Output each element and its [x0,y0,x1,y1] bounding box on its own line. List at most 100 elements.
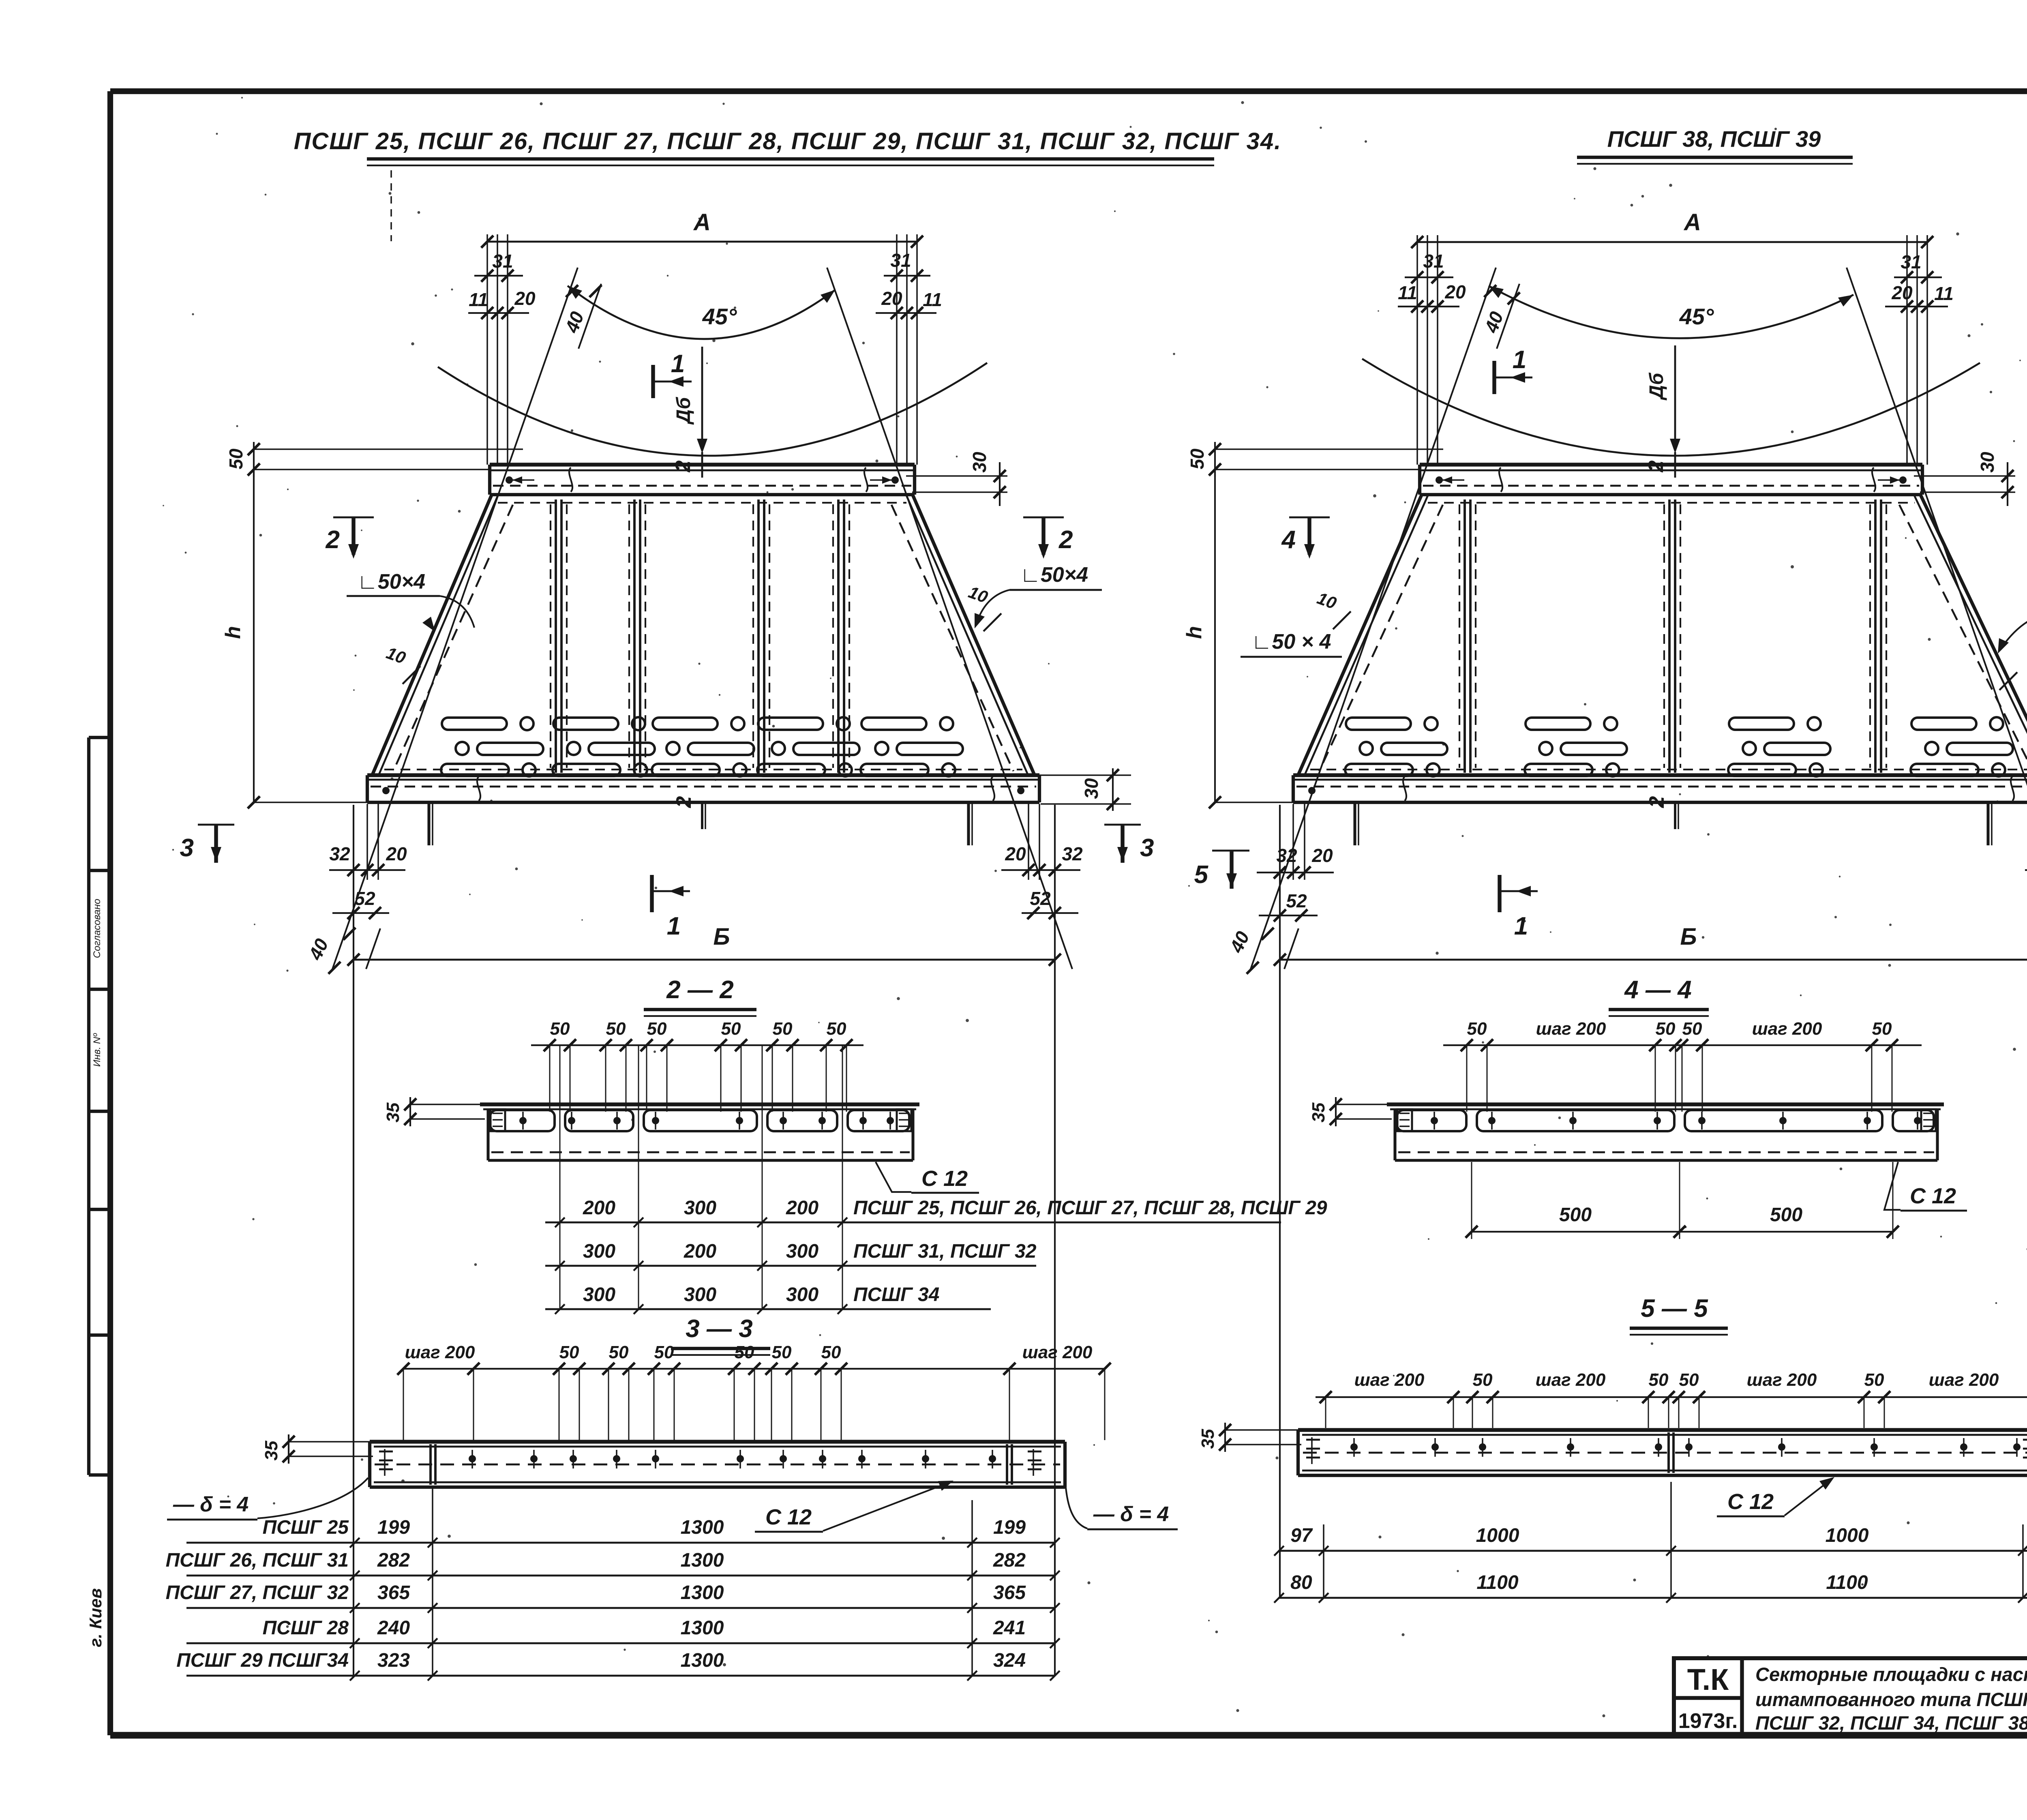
svg-text:45°: 45° [1679,304,1714,329]
svg-text:1300: 1300 [681,1582,724,1603]
svg-text:324: 324 [993,1650,1026,1671]
svg-text:ПСШГ 32, ПСШГ 34, ПСШГ 38,: ПСШГ 32, ПСШГ 34, ПСШГ 38, ПСШГ 39. [1755,1712,2027,1734]
svg-text:200: 200 [583,1197,615,1219]
svg-text:шаг 200: шаг 200 [1747,1370,1817,1390]
svg-text:20: 20 [386,843,407,864]
svg-text:300: 300 [786,1241,819,1262]
svg-text:3: 3 [180,834,194,862]
svg-text:200: 200 [786,1197,819,1219]
svg-text:50: 50 [647,1019,667,1039]
svg-text:1: 1 [1513,346,1526,374]
svg-text:199: 199 [993,1517,1026,1538]
svg-text:5 — 5: 5 — 5 [1641,1295,1708,1323]
svg-text:ПСШГ 26, ПСШГ 31: ПСШГ 26, ПСШГ 31 [166,1550,349,1571]
svg-text:50: 50 [821,1342,841,1362]
svg-text:1: 1 [667,912,681,940]
svg-text:50: 50 [225,448,246,469]
svg-text:шаг 200: шаг 200 [1536,1019,1606,1039]
svg-text:240: 240 [377,1617,410,1639]
svg-text:20: 20 [514,288,536,309]
svg-text:1100: 1100 [1826,1572,1868,1593]
svg-text:50: 50 [609,1342,629,1362]
svg-text:штампованного типа ПСШГ 25÷2: штампованного типа ПСШГ 25÷29, ПСШГ 31, [1755,1689,2027,1710]
svg-text:Б: Б [1680,924,1697,950]
svg-text:35: 35 [1198,1429,1218,1449]
svg-text:Дб: Дб [673,397,694,425]
svg-text:2: 2 [326,526,340,554]
svg-text:2 — 2: 2 — 2 [666,976,733,1004]
svg-text:11: 11 [923,289,942,310]
svg-text:52: 52 [1030,888,1051,909]
svg-text:шаг 200: шаг 200 [1354,1370,1425,1390]
svg-text:1: 1 [1514,912,1528,940]
svg-text:50: 50 [1473,1370,1493,1390]
svg-text:∟50 × 4: ∟50 × 4 [1251,630,1331,654]
svg-text:С 12: С 12 [1910,1184,1956,1208]
svg-text:— δ = 4: — δ = 4 [173,1493,249,1516]
svg-text:Инв. Nº: Инв. Nº [92,1033,103,1067]
svg-text:50: 50 [559,1342,579,1362]
svg-text:1000: 1000 [1476,1525,1519,1546]
svg-text:31: 31 [1901,251,1921,272]
svg-text:3: 3 [1140,834,1154,862]
svg-text:35: 35 [1309,1102,1328,1122]
svg-text:С 12: С 12 [1727,1490,1774,1514]
svg-text:шаг 200: шаг 200 [1929,1370,1999,1390]
svg-text:300: 300 [786,1284,819,1306]
svg-text:50: 50 [550,1019,570,1039]
svg-text:45°: 45° [702,304,737,329]
svg-text:С 12: С 12 [765,1505,812,1529]
svg-text:300: 300 [583,1241,615,1262]
svg-text:30: 30 [1081,778,1102,799]
svg-text:ПСШГ 25, ПСШГ 26, ПСШГ 27,: ПСШГ 25, ПСШГ 26, ПСШГ 27, ПСШГ 28, ПСШГ… [294,128,1282,154]
svg-text:5: 5 [1194,861,1209,889]
svg-text:Дб: Дб [1646,373,1667,401]
svg-text:h: h [221,626,245,639]
svg-text:282: 282 [377,1550,410,1571]
svg-text:2: 2 [671,460,695,472]
svg-text:С 12: С 12 [921,1166,968,1191]
svg-text:4 — 4: 4 — 4 [1624,976,1691,1004]
svg-text:ПСШГ 25, ПСШГ 26, ПСШГ 27, ПС: ПСШГ 25, ПСШГ 26, ПСШГ 27, ПСШГ 28, ПСШГ… [853,1197,1327,1219]
svg-text:31: 31 [492,251,513,272]
svg-text:31: 31 [890,250,911,271]
svg-text:365: 365 [993,1582,1026,1603]
svg-text:52: 52 [354,888,375,909]
svg-text:г. Киев: г. Киев [86,1588,105,1647]
svg-text:шаг 200: шаг 200 [1752,1019,1822,1039]
svg-text:50: 50 [772,1342,792,1362]
svg-text:20: 20 [1891,282,1913,303]
svg-text:20: 20 [1311,845,1333,866]
svg-text:шаг 200: шаг 200 [1536,1370,1606,1390]
svg-text:50: 50 [1187,448,1208,469]
svg-text:ПСШГ 27, ПСШГ 32: ПСШГ 27, ПСШГ 32 [166,1582,349,1603]
svg-text:50: 50 [827,1019,846,1039]
svg-text:4: 4 [1281,526,1296,554]
svg-text:50: 50 [721,1019,741,1039]
svg-text:1300: 1300 [681,1550,724,1571]
svg-text:52: 52 [1286,890,1307,911]
svg-text:300: 300 [583,1284,615,1306]
svg-text:2: 2 [672,796,696,808]
svg-text:ПСШГ 34: ПСШГ 34 [853,1284,939,1306]
svg-text:97: 97 [1290,1525,1313,1546]
svg-text:500: 500 [1559,1204,1592,1226]
svg-text:Секторные площадки с настило: Секторные площадки с настилом из элемент… [1755,1664,2027,1685]
svg-text:ПСШГ 29 ПСШГ34: ПСШГ 29 ПСШГ34 [176,1650,349,1671]
svg-text:— δ = 4: — δ = 4 [1093,1503,1169,1526]
svg-text:80: 80 [1290,1572,1312,1593]
svg-text:323: 323 [377,1650,410,1671]
svg-text:Б: Б [713,924,730,950]
svg-text:h: h [1183,626,1206,639]
svg-text:30: 30 [1977,452,1998,473]
svg-text:1000: 1000 [1826,1525,1869,1546]
svg-text:∟50×4: ∟50×4 [357,570,425,594]
svg-text:1300: 1300 [681,1617,724,1639]
svg-text:32: 32 [329,843,350,864]
svg-text:1300: 1300 [681,1650,724,1671]
svg-text:Т.К: Т.К [1687,1663,1729,1696]
svg-text:282: 282 [993,1550,1026,1571]
svg-text:300: 300 [684,1197,716,1219]
svg-text:1973г.: 1973г. [1678,1709,1738,1733]
svg-text:ПСШГ 25: ПСШГ 25 [263,1517,349,1538]
